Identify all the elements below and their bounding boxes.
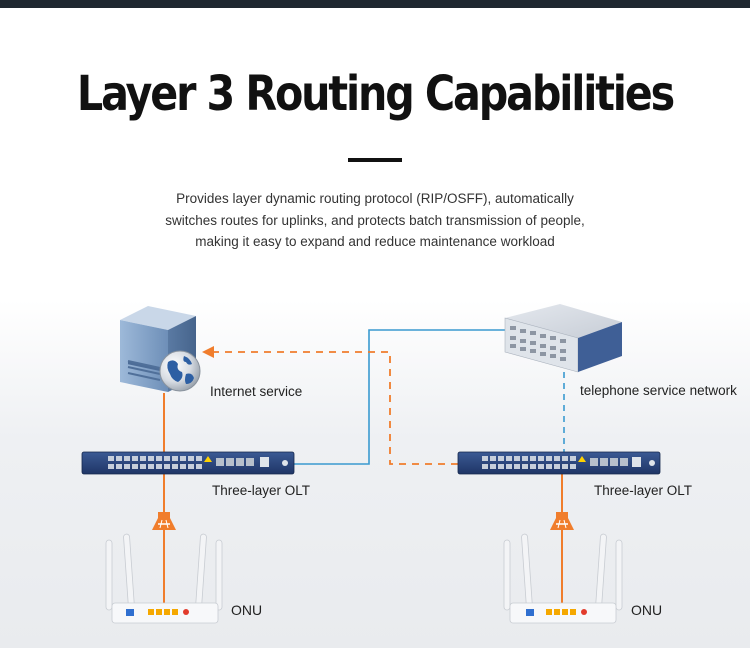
description: Provides layer dynamic routing protocol … <box>0 188 750 253</box>
onu-router-icon <box>105 533 223 624</box>
olt-device-icon <box>457 451 661 475</box>
telephone-switch-icon <box>504 304 622 373</box>
page-title: Layer 3 Routing Capabilities <box>76 66 675 122</box>
label-onu-left: ONU <box>231 602 263 618</box>
title-underline <box>348 158 402 162</box>
description-line-1: Provides layer dynamic routing protocol … <box>176 191 574 206</box>
label-olt-right: Three-layer OLT <box>594 483 693 498</box>
arrow-head-icon <box>202 346 214 358</box>
onu-router-icon <box>503 533 623 624</box>
link-olt-left-telephone <box>294 329 505 465</box>
top-bar <box>0 0 750 8</box>
description-line-2: switches routes for uplinks, and protect… <box>165 212 585 228</box>
splitter-icon <box>152 512 176 530</box>
globe-icon <box>159 350 201 392</box>
label-olt-left: Three-layer OLT <box>212 483 311 498</box>
backup-route-dashed <box>212 351 458 465</box>
description-line-3: making it easy to expand and reduce main… <box>195 234 555 249</box>
splitter-icon <box>550 512 574 530</box>
label-telephone-network: telephone service network <box>580 383 737 398</box>
label-onu-right: ONU <box>631 602 663 618</box>
olt-device-icon <box>81 451 295 475</box>
label-internet-service: Internet service <box>210 384 303 399</box>
